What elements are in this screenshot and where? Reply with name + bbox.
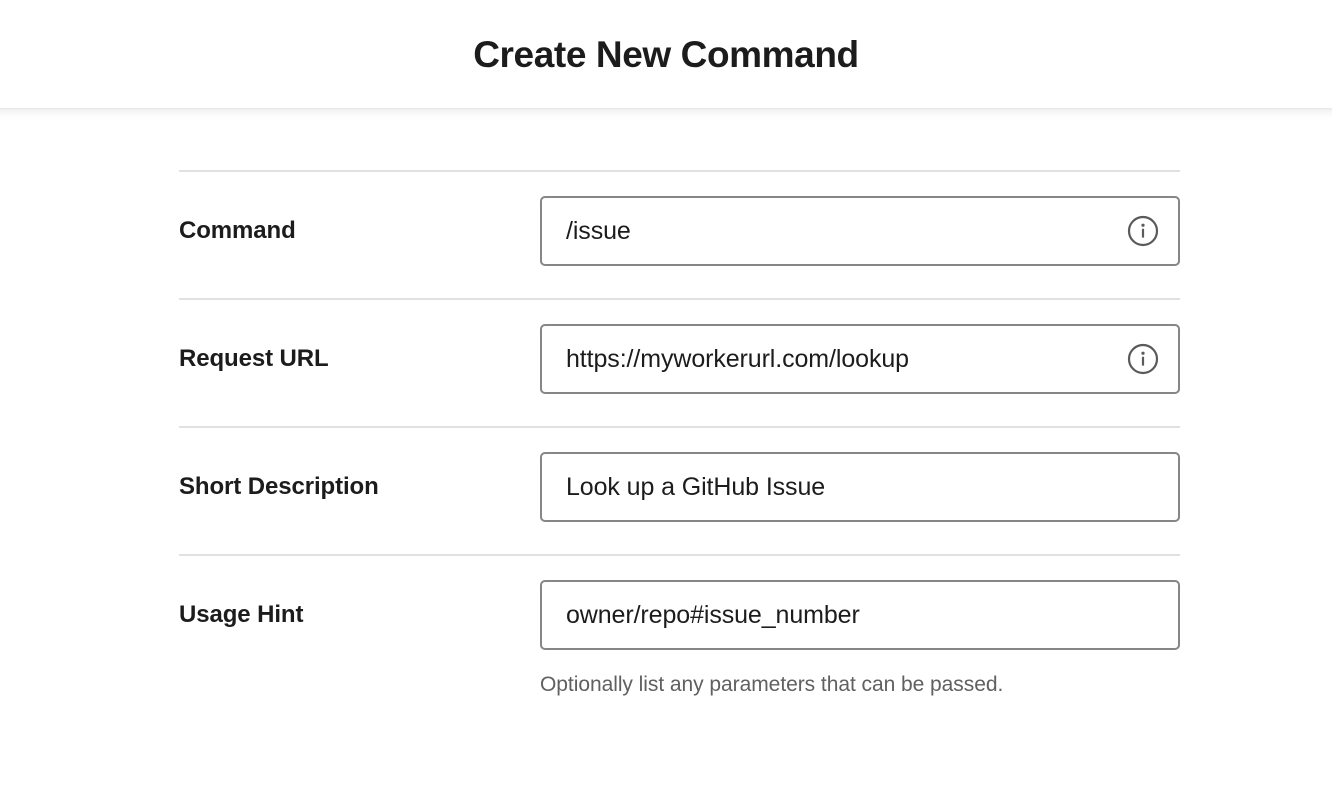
form-field-row: Request URL https://myworkerurl.com/looku… [179, 300, 1180, 426]
field-divider [179, 170, 1180, 172]
input-value[interactable]: https://myworkerurl.com/lookup [566, 346, 909, 372]
field-divider [179, 554, 1180, 556]
field-label: Command [179, 217, 296, 244]
info-icon[interactable] [1127, 343, 1159, 375]
dialog-header: Create New Command [0, 0, 1332, 108]
text-input[interactable]: https://myworkerurl.com/lookup [540, 324, 1180, 394]
field-label: Short Description [179, 473, 379, 500]
form-field-row: Short Description Look up a GitHub Issue [179, 428, 1180, 554]
field-control: Look up a GitHub Issue [540, 452, 1180, 522]
field-divider [179, 426, 1180, 428]
text-input[interactable]: owner/repo#issue_number [540, 580, 1180, 650]
field-control: https://myworkerurl.com/lookup [540, 324, 1180, 394]
input-value[interactable]: Look up a GitHub Issue [566, 474, 826, 500]
field-helper-text: Optionally list any parameters that can … [540, 673, 1004, 696]
input-value[interactable]: /issue [566, 218, 631, 244]
text-input[interactable]: Look up a GitHub Issue [540, 452, 1180, 522]
header-divider-shadow [0, 108, 1332, 118]
field-control: /issue [540, 196, 1180, 266]
info-icon[interactable] [1127, 215, 1159, 247]
page-title: Create New Command [473, 33, 859, 75]
field-divider [179, 298, 1180, 300]
text-input[interactable]: /issue [540, 196, 1180, 266]
field-label: Request URL [179, 345, 329, 372]
field-label: Usage Hint [179, 601, 304, 628]
input-value[interactable]: owner/repo#issue_number [566, 602, 860, 628]
form-field-row: Command/issue [179, 172, 1180, 298]
